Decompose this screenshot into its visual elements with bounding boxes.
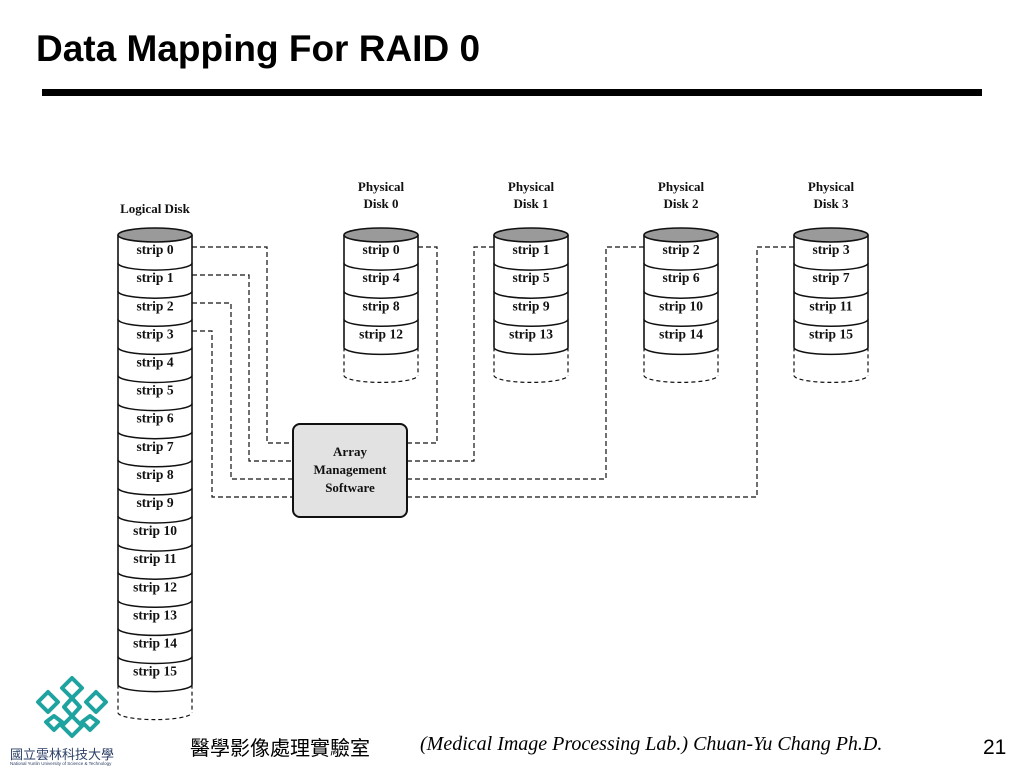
physical-disk-3-strip-label: strip 15 bbox=[809, 326, 853, 341]
array-box-frame bbox=[292, 423, 408, 518]
physical-disk-0-label: Disk 0 bbox=[363, 196, 398, 211]
university-logo bbox=[34, 672, 110, 747]
physical-disk-1-strip-label: strip 5 bbox=[512, 270, 549, 285]
logical-disk-strip-label: strip 0 bbox=[136, 242, 173, 257]
logical-disk-strip-label: strip 1 bbox=[136, 270, 173, 285]
physical-disk-3-strip-label: strip 7 bbox=[812, 270, 849, 285]
logical-disk-top bbox=[117, 227, 193, 243]
connector-logical-to-array bbox=[192, 246, 293, 444]
logical-disk-strip-label: strip 8 bbox=[136, 467, 173, 482]
physical-disk-3-label: Physical bbox=[808, 179, 855, 194]
physical-disk-2-strip-label: strip 2 bbox=[662, 242, 699, 257]
physical-disk-2-label: Physical bbox=[658, 179, 705, 194]
connector-array-to-physical bbox=[407, 246, 644, 480]
physical-disk-0-strip-label: strip 12 bbox=[359, 326, 403, 341]
logical-disk-strip-label: strip 12 bbox=[133, 579, 177, 594]
logical-disk-strip-label: strip 11 bbox=[133, 551, 176, 566]
physical-disk-0-strip-label: strip 8 bbox=[362, 298, 399, 313]
logical-disk-label: Logical Disk bbox=[120, 201, 190, 216]
physical-disk-1-label: Disk 1 bbox=[513, 196, 548, 211]
physical-disk-3-strip-label: strip 3 bbox=[812, 242, 849, 257]
logical-disk-strip-label: strip 4 bbox=[136, 354, 173, 369]
physical-disk-2-cylinder: strip 2 strip 6 strip 10 strip 14 PhysicalDi… bbox=[643, 179, 719, 383]
footer-lab-name-en: (Medical Image Processing Lab.) Chuan-Yu… bbox=[420, 733, 883, 755]
physical-disk-1-cylinder: strip 1 strip 5 strip 9 strip 13 PhysicalDis… bbox=[493, 179, 569, 383]
physical-disk-0-cylinder: strip 0 strip 4 strip 8 strip 12 PhysicalDis… bbox=[343, 179, 419, 383]
logical-disk-strip-label: strip 9 bbox=[136, 495, 173, 510]
logical-disk-strip-label: strip 3 bbox=[136, 326, 173, 341]
physical-disk-3-cylinder: strip 3 strip 7 strip 11 strip 15 PhysicalDi… bbox=[793, 179, 869, 383]
connector-array-to-physical bbox=[407, 246, 494, 462]
logical-disk-strip-label: strip 10 bbox=[133, 523, 177, 538]
physical-disk-0-top bbox=[343, 227, 419, 243]
physical-disk-1-label: Physical bbox=[508, 179, 555, 194]
array-box-label: Software bbox=[325, 480, 375, 495]
mapping-connectors bbox=[192, 246, 794, 498]
connector-array-to-physical bbox=[407, 246, 438, 444]
physical-disk-2-strip-label: strip 6 bbox=[662, 270, 699, 285]
title-divider bbox=[42, 89, 982, 96]
footer-lab-name-cn: 醫學影像處理實驗室 bbox=[190, 736, 370, 760]
physical-disk-2-strip-label: strip 14 bbox=[659, 326, 703, 341]
connector-logical-to-array bbox=[192, 330, 293, 498]
physical-disk-1-strip-label: strip 9 bbox=[512, 298, 549, 313]
university-name-cn: 國立雲林科技大學 bbox=[10, 748, 115, 763]
array-box-label: Array bbox=[333, 444, 367, 459]
physical-disk-3-label: Disk 3 bbox=[813, 196, 849, 211]
physical-disk-2-top bbox=[643, 227, 719, 243]
logical-disk-strip-label: strip 15 bbox=[133, 664, 177, 679]
logical-disk-strip-label: strip 2 bbox=[136, 298, 173, 313]
physical-disk-1-strip-label: strip 13 bbox=[509, 326, 553, 341]
logical-disk-strip-label: strip 13 bbox=[133, 607, 177, 622]
physical-disk-1-strip-label: strip 1 bbox=[512, 242, 549, 257]
logical-disk-strip-label: strip 6 bbox=[136, 411, 173, 426]
physical-disk-2-label: Disk 2 bbox=[663, 196, 698, 211]
physical-disk-1-top bbox=[493, 227, 569, 243]
physical-disk-0-strip-label: strip 4 bbox=[362, 270, 399, 285]
array-box-label: Management bbox=[314, 462, 388, 477]
logical-disk-strip-label: strip 14 bbox=[133, 635, 177, 650]
physical-disk-2-strip-label: strip 10 bbox=[659, 298, 703, 313]
physical-disk-0-strip-label: strip 0 bbox=[362, 242, 399, 257]
connector-array-to-physical bbox=[407, 246, 794, 498]
university-name-en: National Yunlin University of Science & … bbox=[10, 761, 112, 766]
physical-disk-3-strip-label: strip 11 bbox=[809, 298, 852, 313]
connector-logical-to-array bbox=[192, 274, 293, 462]
physical-disk-0-label: Physical bbox=[358, 179, 405, 194]
logical-disk-strip-label: strip 7 bbox=[136, 439, 173, 454]
physical-disk-3-top bbox=[793, 227, 869, 243]
logical-disk-cylinder: strip 0 strip 1 strip 2 strip 3 strip 4 strip… bbox=[117, 201, 193, 721]
page-number: 21 bbox=[983, 736, 1007, 759]
connector-logical-to-array bbox=[192, 302, 293, 480]
logical-disk-strip-label: strip 5 bbox=[136, 383, 173, 398]
slide-title: Data Mapping For RAID 0 bbox=[36, 28, 481, 69]
